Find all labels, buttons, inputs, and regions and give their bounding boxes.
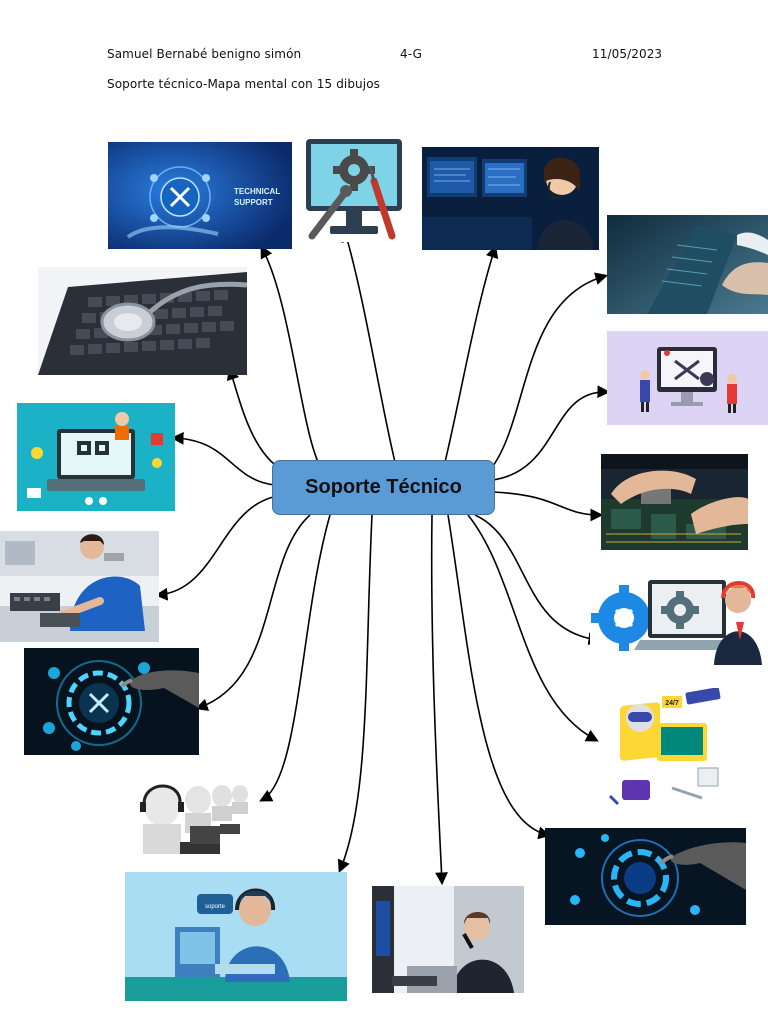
technician-workbench-photo (0, 531, 159, 642)
connector-2 (341, 228, 396, 463)
man-on-phone-photo (372, 886, 524, 993)
document-subtitle: Soporte técnico-Mapa mental con 15 dibuj… (107, 77, 380, 91)
chat-bubble-label: soporte (205, 904, 226, 910)
gears-laptop-agent-illustration (590, 560, 762, 665)
connector-5 (492, 385, 611, 481)
connector-10 (430, 514, 448, 886)
central-topic-node: Soporte Técnico (272, 460, 495, 515)
group-label: 4-G (400, 47, 423, 61)
operator-headset-monitors-photo (422, 147, 599, 250)
digital-circle-touch-image (545, 828, 746, 925)
connector-1 (260, 245, 319, 463)
digital-gear-touch-image (24, 648, 199, 755)
connector-4 (489, 272, 609, 471)
stethoscope-keyboard-photo (38, 267, 247, 375)
connector-7 (474, 514, 602, 646)
connector-8 (467, 514, 599, 742)
connector-16 (226, 366, 283, 471)
connector-13 (194, 514, 311, 711)
connector-9 (447, 514, 552, 840)
date-label: 11/05/2023 (592, 47, 663, 61)
connector-14 (154, 494, 286, 601)
hands-laptop-blue-photo (607, 215, 768, 314)
call-center-figures-image (110, 764, 255, 862)
connector-12 (259, 514, 331, 802)
connector-15 (170, 431, 276, 486)
badge-247-label: 24/7 (665, 700, 679, 707)
banner-caption-2: SUPPORT (234, 198, 273, 207)
banner-caption-1: TECHNICAL (234, 187, 280, 196)
connector-6 (492, 491, 604, 522)
laptop-repair-team-illustration (17, 403, 175, 511)
hands-motherboard-photo (601, 454, 748, 550)
connector-3 (444, 244, 499, 463)
computer-repair-illustration (607, 331, 768, 425)
monitor-gear-tools-icon (302, 136, 406, 242)
author-name: Samuel Bernabé benigno simón (107, 47, 302, 61)
technical-support-banner-image: TECHNICAL SUPPORT (108, 142, 292, 249)
call-center-agent-illustration: soporte (125, 872, 347, 1001)
connector-11 (337, 514, 373, 873)
robot-support-illustration: 24/7 (602, 688, 730, 808)
